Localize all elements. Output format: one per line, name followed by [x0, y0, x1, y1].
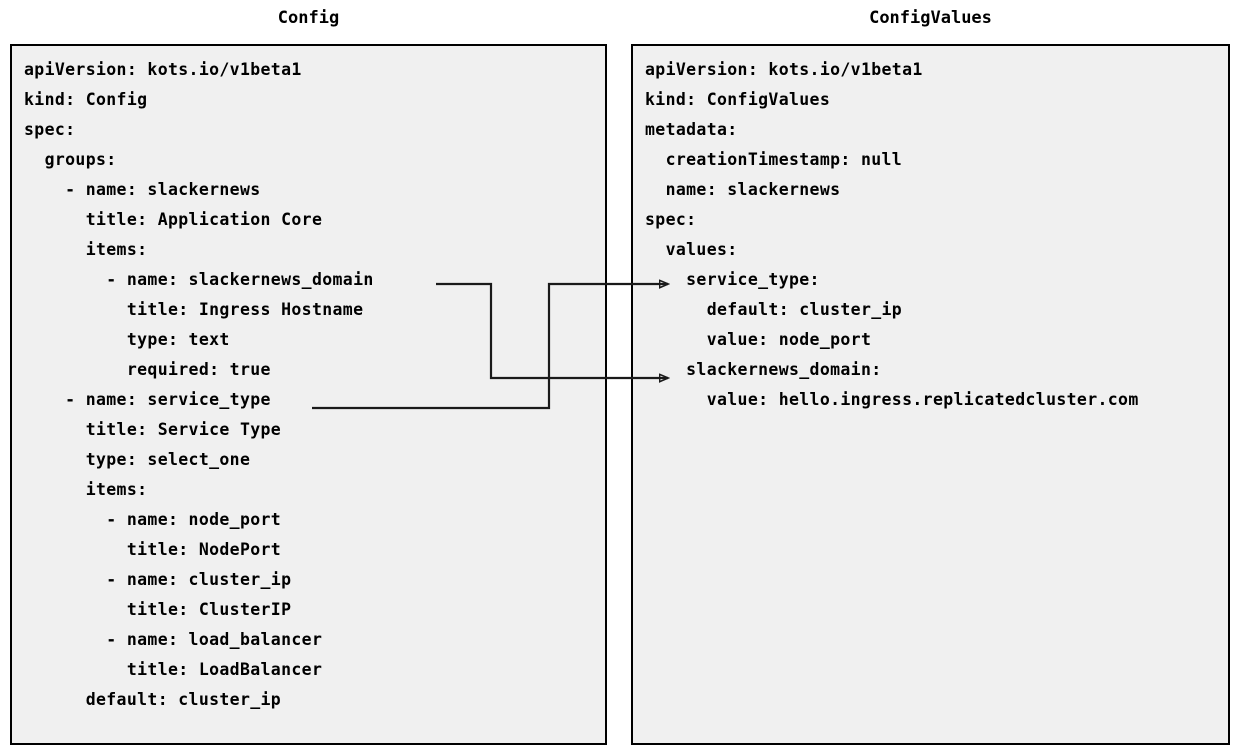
config-yaml-text: apiVersion: kots.io/v1beta1 kind: Config…	[24, 60, 374, 709]
configvalues-yaml-text: apiVersion: kots.io/v1beta1 kind: Config…	[645, 60, 1139, 409]
config-panel: apiVersion: kots.io/v1beta1 kind: Config…	[10, 44, 607, 745]
configvalues-panel-title: ConfigValues	[869, 8, 992, 28]
config-panel-title: Config	[277, 8, 340, 28]
configvalues-panel: apiVersion: kots.io/v1beta1 kind: Config…	[631, 44, 1230, 745]
